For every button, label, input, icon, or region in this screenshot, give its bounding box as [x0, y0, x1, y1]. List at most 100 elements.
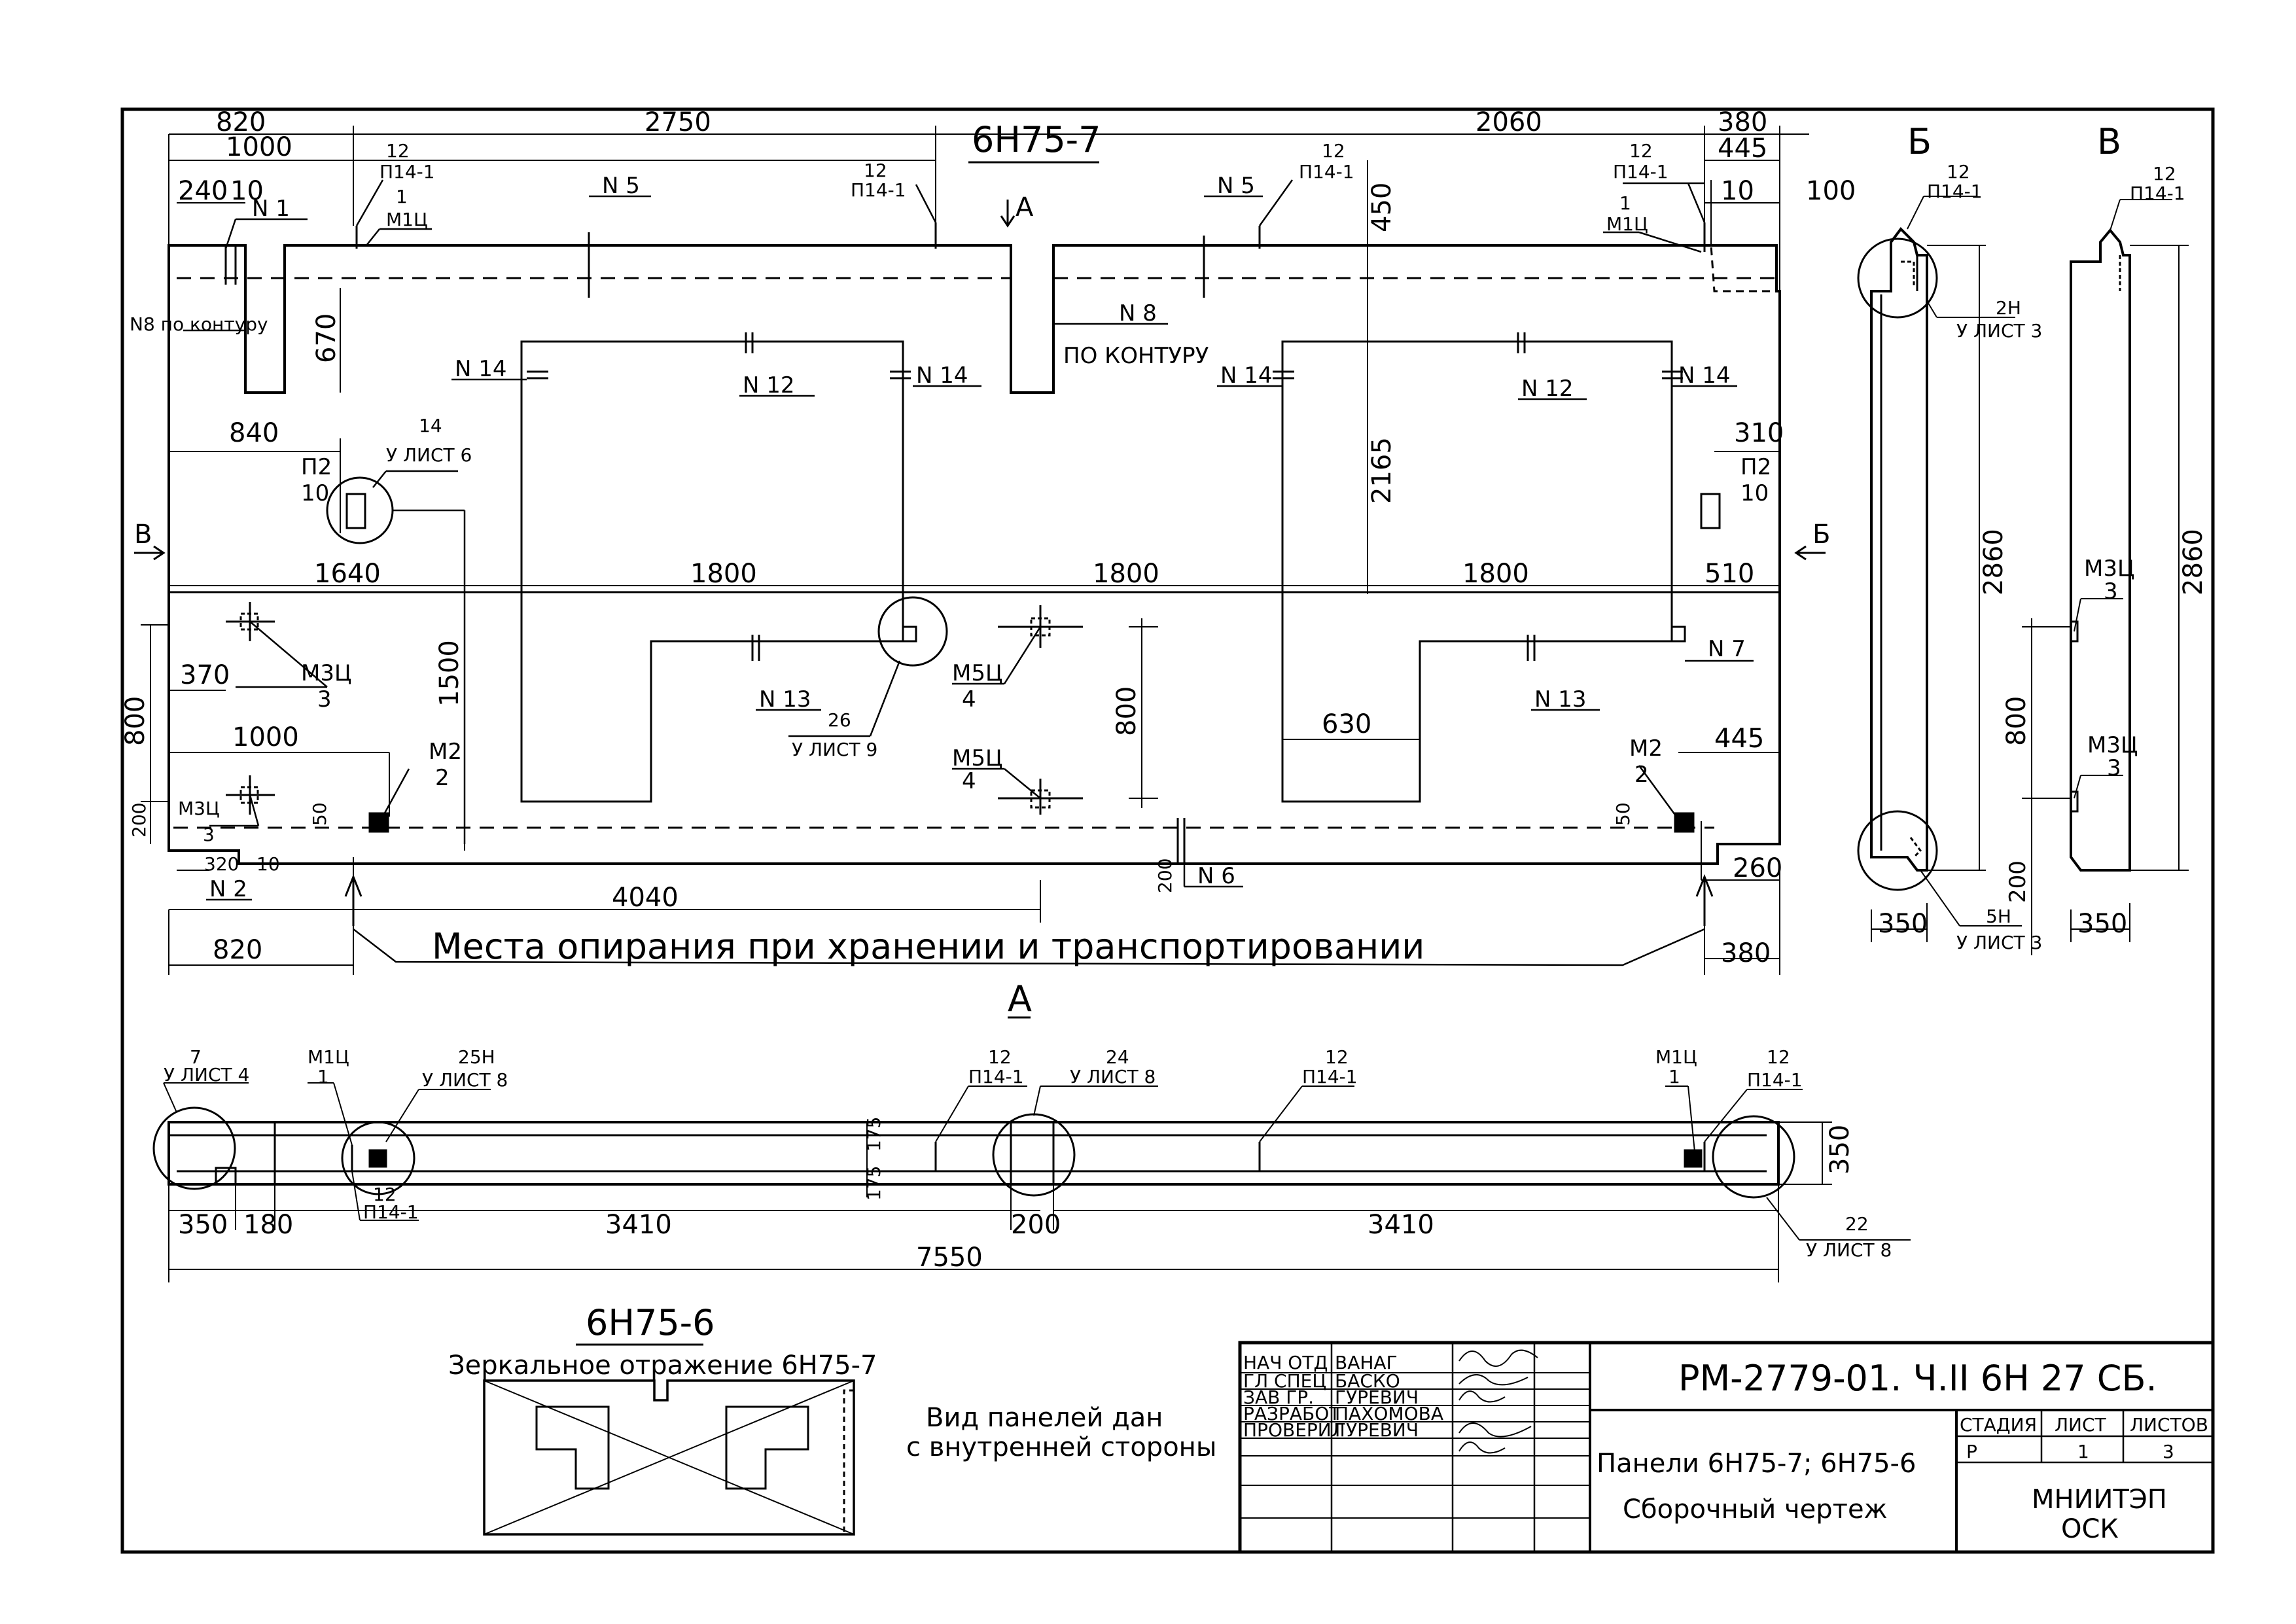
- plate-p2-left: [345, 493, 366, 529]
- dim-510: 510: [1704, 559, 1754, 589]
- stamp-role-4: ПРОВЕРИЛ: [1243, 1419, 1345, 1441]
- plan-7550: 7550: [916, 1243, 983, 1273]
- label-m3-a-sub: 3: [317, 686, 332, 713]
- node-14-circle: [326, 476, 394, 544]
- dim-100: 100: [1806, 176, 1856, 206]
- label-node26: У ЛИСТ 9: [792, 739, 877, 760]
- label-p14-d-num: 12: [1629, 140, 1653, 162]
- window-opening-right: [1281, 340, 1673, 803]
- side-b-5n: У ЛИСТ 3: [1956, 932, 2042, 953]
- label-m2-b: М2: [1629, 735, 1663, 762]
- dim-1000-top: 1000: [226, 132, 292, 162]
- side-b-p14-num: 12: [1947, 161, 1970, 183]
- dim-320: 320: [204, 853, 239, 875]
- side-v-200: 200: [2005, 860, 2031, 903]
- label-m5-b: М5Ц: [952, 745, 1002, 771]
- label-m1-a: М1Ц: [386, 209, 428, 230]
- view-b-title: Б: [1907, 121, 1932, 162]
- plan-p14-d-num: 12: [1767, 1046, 1790, 1068]
- stamp-name-0: ВАНАГ: [1335, 1352, 1398, 1373]
- side-b-p14: П14-1: [1927, 181, 1983, 202]
- label-node26-num: 26: [828, 709, 851, 731]
- mirror-title: 6Н75-6: [586, 1302, 715, 1343]
- dim-240: 240: [178, 176, 228, 206]
- main-title: 6Н75-7: [972, 119, 1101, 160]
- label-m2-b-sub: 2: [1634, 762, 1649, 788]
- side-b-2n: У ЛИСТ 3: [1956, 320, 2042, 342]
- dim-2750: 2750: [645, 107, 711, 137]
- plan-7-num: 7: [190, 1046, 202, 1068]
- plan-22: У ЛИСТ 8: [1806, 1239, 1892, 1261]
- dim-1800-c: 1800: [1462, 559, 1529, 589]
- label-p14-b-num: 12: [864, 160, 887, 181]
- support-note: Места опирания при хранении и транспорти…: [432, 926, 1424, 967]
- label-p14-a: П14-1: [380, 161, 435, 183]
- title-block: [1238, 1341, 2215, 1554]
- label-m5-a-sub: 4: [962, 686, 976, 713]
- side-v-m3-b: М3Ц: [2087, 732, 2138, 758]
- section-label-a: А: [1008, 978, 1032, 1019]
- plan-p14-a-num: 12: [373, 1184, 397, 1205]
- plan-24-num: 24: [1106, 1046, 1129, 1068]
- dim-820-top: 820: [216, 107, 266, 137]
- label-n1: N 1: [252, 196, 290, 222]
- plan-texts: 7 У ЛИСТ 4 М1Ц 1 25Н У ЛИСТ 8 12 П14-1 1…: [164, 1046, 1892, 1273]
- node-26-circle: [877, 596, 948, 667]
- note-line-2: с внутренней стороны: [906, 1432, 1216, 1462]
- dim-10-c: 10: [256, 853, 280, 875]
- side-v-800: 800: [2002, 696, 2032, 746]
- stamp-role-1: ГЛ СПЕЦ: [1243, 1370, 1326, 1392]
- label-n2: N 2: [209, 876, 247, 902]
- label-n8-contour: N8 по контуру: [130, 313, 268, 335]
- stage-header: СТАДИЯ: [1960, 1414, 2037, 1436]
- dim-200-mid: 200: [1154, 858, 1176, 893]
- plate-m2-right: [1674, 812, 1695, 833]
- title-block-texts: НАЧ ОТД ВАНАГ ГЛ СПЕЦ БАСКО ЗАВ ГР. ГУРЕ…: [1243, 1352, 2208, 1544]
- plan-180: 180: [243, 1210, 293, 1240]
- label-p2-a: П2: [301, 454, 332, 480]
- side-v-m3-a: М3Ц: [2084, 556, 2134, 582]
- label-p14-c-num: 12: [1322, 140, 1345, 162]
- plan-m1-a: М1Ц: [308, 1046, 349, 1068]
- plan-p14-c-num: 12: [1325, 1046, 1349, 1068]
- dim-4040: 4040: [612, 883, 679, 913]
- dim-445-bot: 445: [1714, 724, 1764, 754]
- label-n8: N 8: [1119, 300, 1157, 327]
- plan-175-b: 175: [863, 1166, 885, 1201]
- plan-p14-b-num: 12: [988, 1046, 1012, 1068]
- dim-260: 260: [1733, 853, 1782, 883]
- sheets-header: ЛИСТОВ: [2130, 1414, 2208, 1436]
- label-m3-a: М3Ц: [301, 660, 351, 686]
- side-texts: Б В 12 П14-1 2Н У ЛИСТ 3 2860 350 5Н У Л…: [1878, 121, 2208, 953]
- label-n12-a: N 12: [743, 372, 795, 398]
- stamp-name-1: БАСКО: [1335, 1370, 1400, 1392]
- dim-2165: 2165: [1367, 437, 1397, 504]
- plan-m1-b-sub: 1: [1669, 1066, 1680, 1087]
- label-n12-b: N 12: [1521, 376, 1574, 402]
- label-m2-a: М2: [429, 739, 462, 765]
- label-n14-c: N 14: [1220, 362, 1273, 389]
- plan-350-side: 350: [1825, 1125, 1855, 1174]
- label-n5-b: N 5: [1217, 173, 1255, 199]
- sheet-frame: [120, 107, 2215, 1554]
- label-n5-a: N 5: [602, 173, 640, 199]
- dim-670: 670: [311, 313, 342, 363]
- label-p14-b: П14-1: [851, 179, 906, 201]
- side-b-5n-num: 5Н: [1986, 906, 2011, 927]
- plan-3410-a: 3410: [605, 1210, 672, 1240]
- dim-10-b: 10: [1721, 176, 1754, 206]
- stage-value: Р: [1966, 1441, 1977, 1462]
- org-line-1: МНИИТЭП: [2032, 1485, 2167, 1515]
- elevation-texts: 6Н75-7 820 2750 2060 380 1000 445 240 10…: [120, 107, 1856, 1019]
- dim-450: 450: [1367, 183, 1397, 232]
- stamp-name-3: ПАХОМОВА: [1335, 1403, 1443, 1424]
- plan-25n-num: 25Н: [458, 1046, 495, 1068]
- label-p2-b-sub: 10: [1740, 480, 1769, 506]
- dim-1640: 1640: [314, 559, 381, 589]
- side-v-p14: П14-1: [2130, 183, 2185, 204]
- dim-50-b: 50: [1612, 802, 1634, 826]
- cross-marks: [226, 602, 1083, 815]
- label-n8-sub: ПО КОНТУРУ: [1063, 343, 1209, 369]
- dim-2060: 2060: [1475, 107, 1542, 137]
